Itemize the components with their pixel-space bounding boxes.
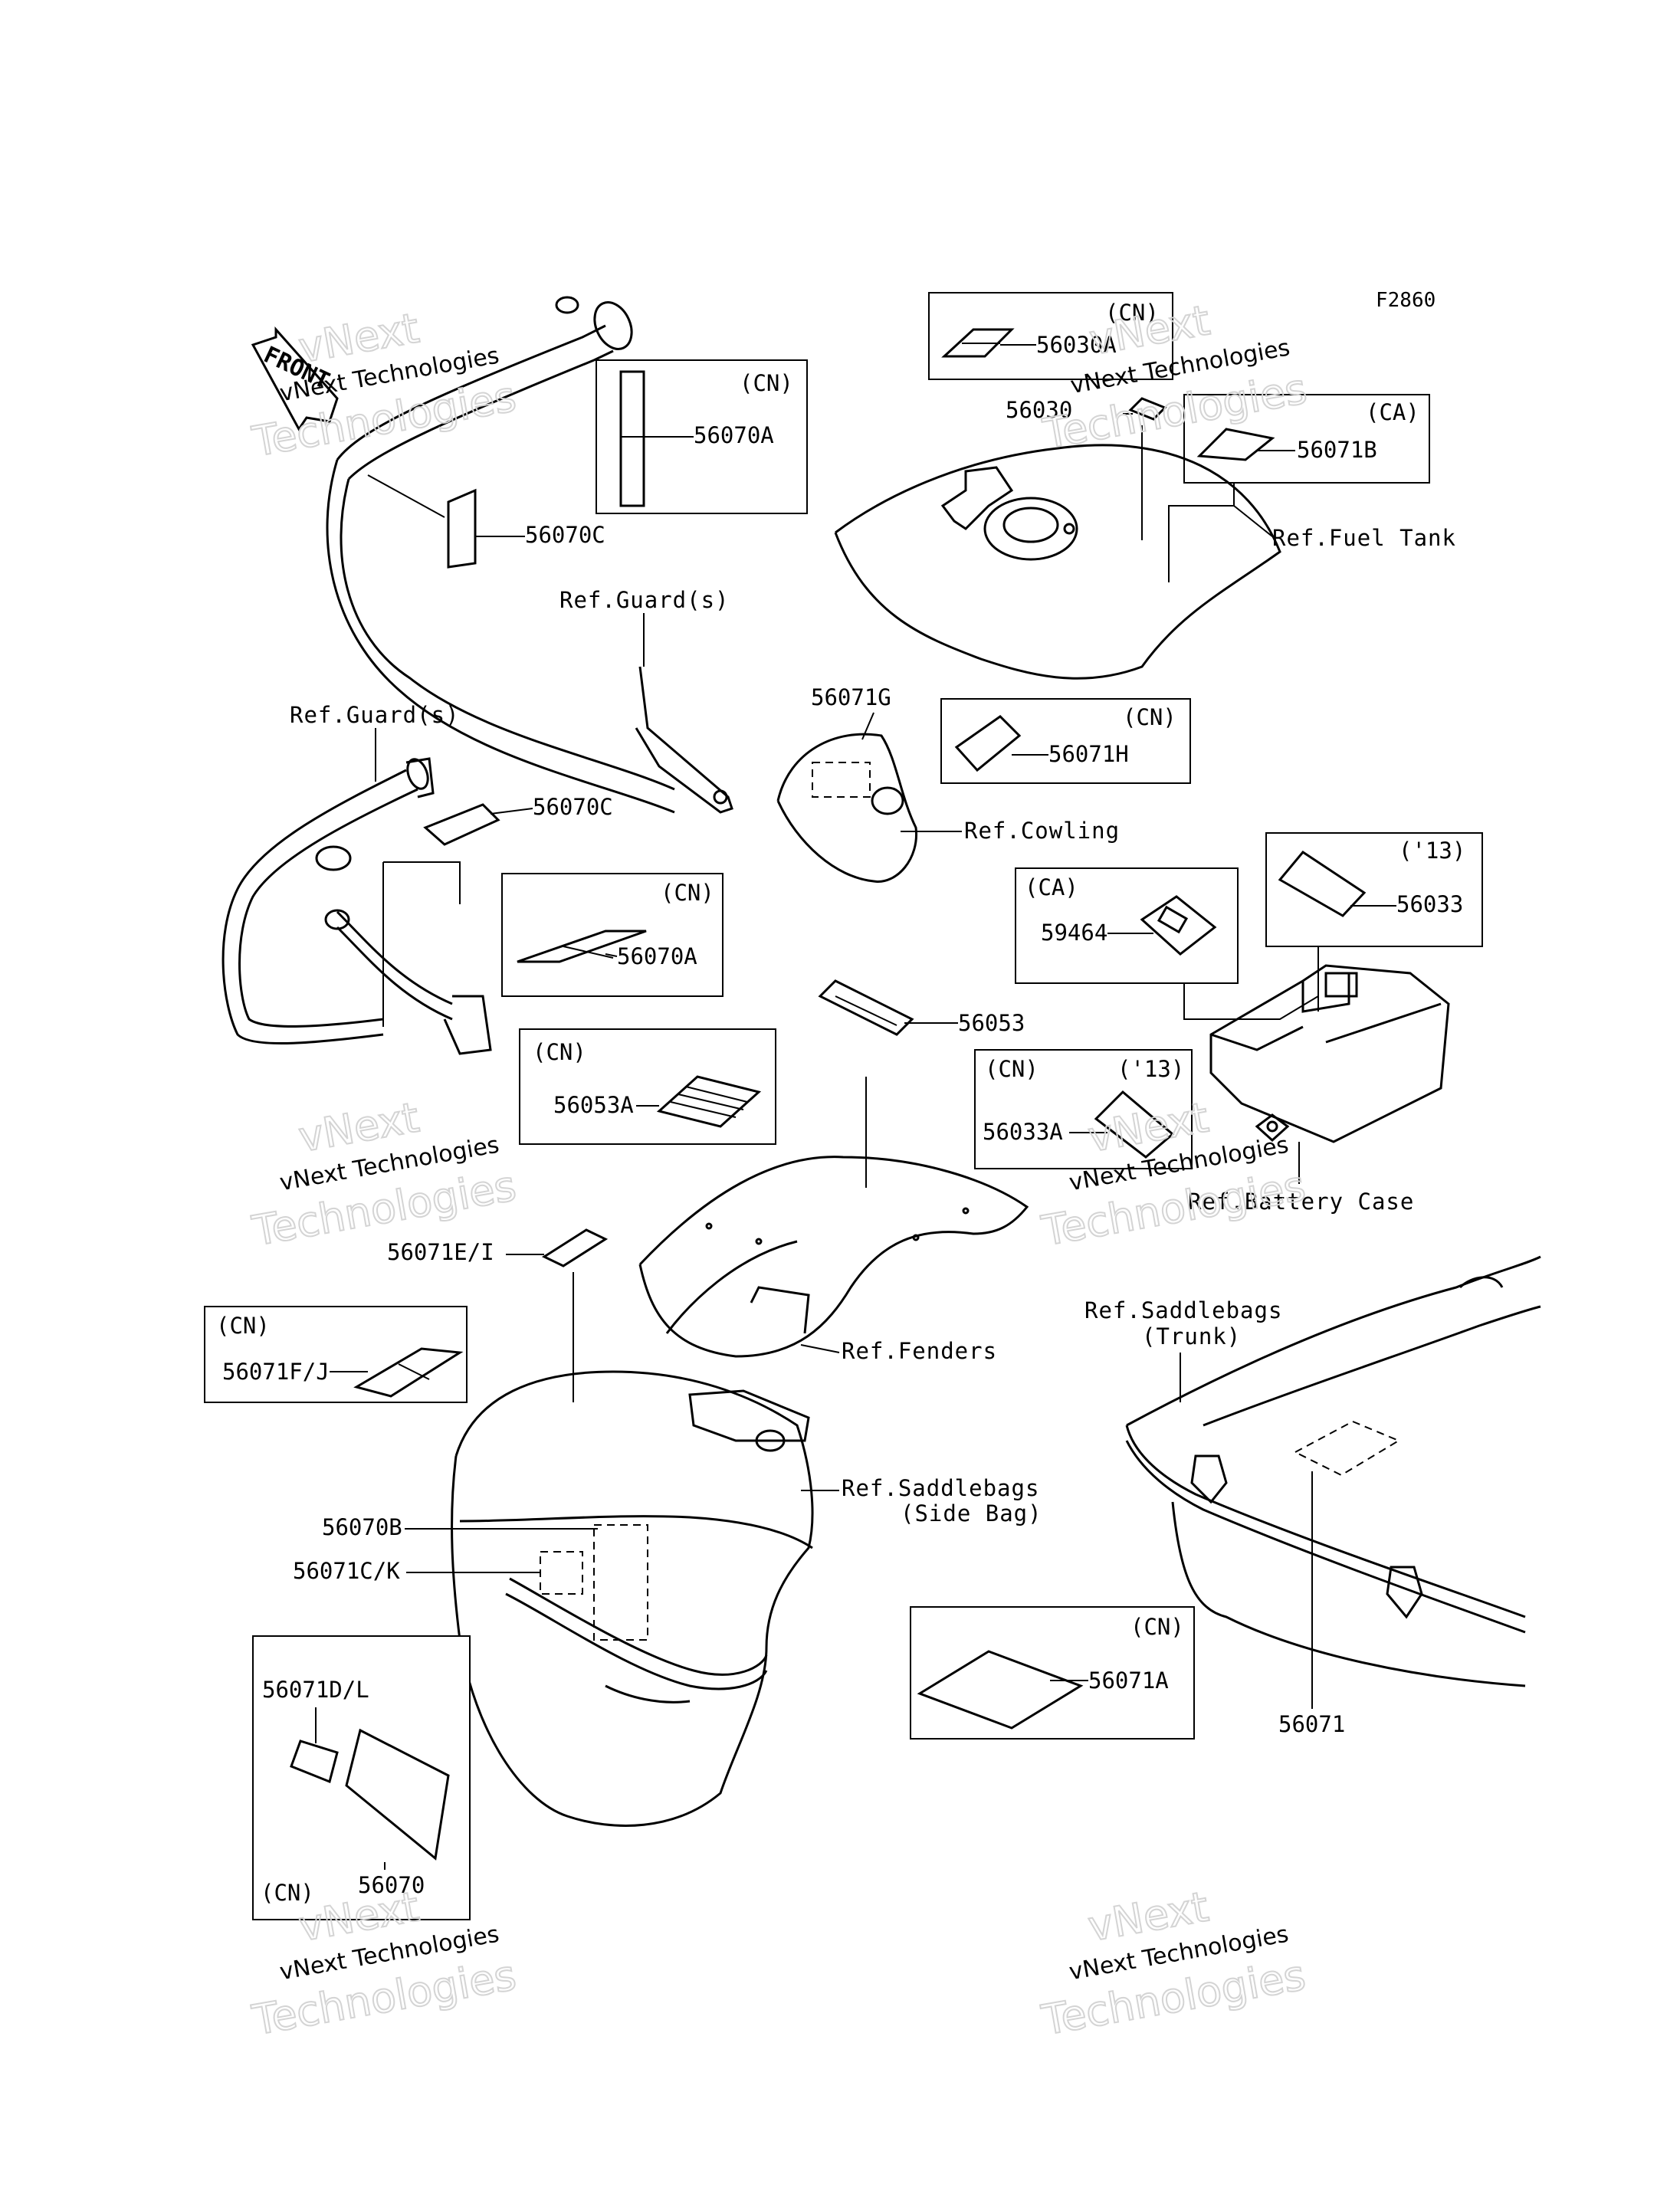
watermark-4: vNext vNext Technologies Technologies bbox=[1037, 1092, 1310, 1256]
tag-ca: (CA) bbox=[1366, 399, 1419, 425]
ref-guards-lower: Ref.Guard(s) bbox=[290, 702, 460, 728]
tag-cn: (CN) bbox=[533, 1039, 586, 1065]
engine-guard-upper bbox=[326, 296, 733, 814]
box-cn-56071fj: (CN) 56071F/J bbox=[204, 1306, 468, 1403]
ref-guards-upper: Ref.Guard(s) bbox=[559, 587, 730, 613]
tag-ca: (CA) bbox=[1025, 874, 1078, 900]
tag-cn: (CN) bbox=[261, 1880, 314, 1906]
ref-fuel-tank: Ref.Fuel Tank bbox=[1272, 525, 1456, 551]
tag-cn: (CN) bbox=[1105, 300, 1159, 326]
part-56033a: 56033A bbox=[983, 1119, 1063, 1145]
engine-guard-lower bbox=[221, 757, 492, 1055]
part-56070a: 56070A bbox=[694, 422, 774, 448]
part-56053a: 56053A bbox=[553, 1092, 634, 1118]
decal-56070c-upper: 56070C bbox=[367, 474, 605, 569]
box-13-56033: ('13) 56033 bbox=[1265, 832, 1483, 947]
box-cn-56070a-lower: (CN) 56070A bbox=[501, 873, 724, 997]
box-ca-59464: (CA) 59464 bbox=[1015, 867, 1239, 984]
saddlebag-side bbox=[451, 1370, 814, 1827]
saddlebag-trunk bbox=[1125, 1255, 1541, 1687]
part-56071h: 56071H bbox=[1048, 741, 1129, 767]
part-56033: 56033 bbox=[1396, 891, 1463, 917]
part-56071b: 56071B bbox=[1297, 437, 1377, 463]
watermark-6: vNext vNext Technologies Technologies bbox=[1037, 1881, 1310, 2045]
part-56071ck: 56071C/K bbox=[293, 1558, 400, 1584]
part-56071: 56071 bbox=[1278, 1711, 1345, 1737]
part-56071dl: 56071D/L bbox=[262, 1677, 369, 1703]
tag-cn: (CN) bbox=[1123, 704, 1176, 730]
fuel-tank bbox=[834, 444, 1281, 680]
part-59464: 59464 bbox=[1041, 920, 1107, 946]
box-cn-13-56033a: (CN) ('13) 56033A bbox=[974, 1049, 1193, 1169]
watermark-1: vNext vNext Technologies Technologies bbox=[248, 303, 520, 467]
box-cn-56071h: (CN) 56071H bbox=[940, 698, 1191, 784]
part-56071g: 56071G bbox=[811, 684, 891, 710]
part-56070c-lower: 56070C bbox=[533, 794, 613, 820]
tag-cn: (CN) bbox=[740, 370, 793, 396]
ref-fenders: Ref.Fenders bbox=[842, 1338, 997, 1364]
box-cn-56070a-upper: (CN) 56070A bbox=[596, 359, 808, 514]
ref-battery-case: Ref.Battery Case bbox=[1188, 1189, 1414, 1215]
tag-13: ('13) bbox=[1117, 1056, 1184, 1082]
box-ca-56071b: (CA) 56071B bbox=[1183, 394, 1430, 484]
fender bbox=[638, 1156, 1029, 1358]
part-56053: 56053 bbox=[958, 1010, 1025, 1036]
box-cn-56053a: (CN) 56053A bbox=[519, 1028, 776, 1145]
ref-saddlebags-side: Ref.Saddlebags bbox=[842, 1475, 1039, 1501]
part-56071fj: 56071F/J bbox=[222, 1359, 330, 1385]
part-56070c-upper: 56070C bbox=[525, 522, 605, 548]
part-56030: 56030 bbox=[1006, 397, 1072, 423]
part-56030a: 56030A bbox=[1036, 332, 1117, 358]
figure-code: F2860 bbox=[1376, 289, 1436, 312]
box-cn-56030a: (CN) 56030A bbox=[928, 292, 1173, 380]
part-56070a-lower: 56070A bbox=[617, 943, 697, 969]
tag-cn: (CN) bbox=[1130, 1614, 1184, 1640]
ref-saddlebags-trunk: Ref.Saddlebags bbox=[1084, 1297, 1282, 1323]
part-56071ei: 56071E/I bbox=[387, 1239, 494, 1265]
part-56070: 56070 bbox=[358, 1872, 425, 1898]
decal-56070c-lower: 56070C bbox=[382, 794, 613, 1027]
box-cn-56071a: (CN) 56071A bbox=[910, 1606, 1195, 1740]
ref-trunk: (Trunk) bbox=[1142, 1323, 1241, 1349]
ref-side-bag: (Side Bag) bbox=[901, 1500, 1042, 1526]
decal-56053: 56053 bbox=[818, 979, 1025, 1188]
box-cn-56071dl-56070: 56071D/L 56070 (CN) bbox=[252, 1635, 471, 1920]
part-56070b: 56070B bbox=[322, 1514, 402, 1540]
battery-case bbox=[1209, 964, 1450, 1143]
tag-cn: (CN) bbox=[661, 880, 714, 906]
watermark-3: vNext vNext Technologies Technologies bbox=[248, 1092, 520, 1256]
tag-cn: (CN) bbox=[985, 1056, 1039, 1082]
ref-cowling: Ref.Cowling bbox=[964, 818, 1120, 844]
cowling bbox=[776, 733, 918, 883]
tag-13: ('13) bbox=[1399, 838, 1465, 864]
tag-cn: (CN) bbox=[216, 1313, 270, 1339]
part-56071a: 56071A bbox=[1088, 1667, 1169, 1694]
